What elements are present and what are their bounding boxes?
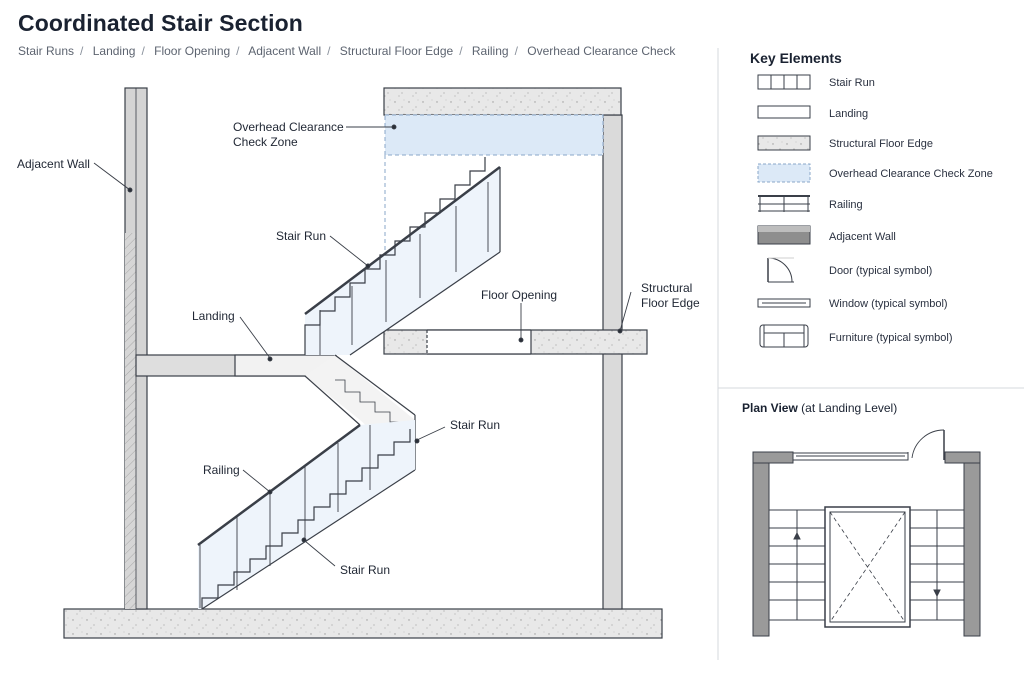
- upper-stair-run: [304, 157, 501, 356]
- key-label: Stair Run: [829, 77, 875, 89]
- key-label: Overhead Clearance Check Zone: [829, 168, 993, 180]
- breadcrumb: Stair Runs/ Landing/ Floor Opening/ Adja…: [18, 44, 676, 58]
- breadcrumb-item[interactable]: Floor Opening: [154, 44, 231, 58]
- breadcrumb-item[interactable]: Structural Floor Edge: [339, 44, 454, 58]
- label-stair-run-upper: Stair Run: [276, 229, 326, 243]
- plan-title-bold: Plan View: [742, 401, 798, 415]
- sofa-icon: [759, 324, 809, 348]
- label-overhead-clearance: Overhead Clearance: [233, 120, 344, 134]
- label-adjacent-wall: Adjacent Wall: [17, 157, 90, 171]
- leader-lines: [93, 124, 632, 567]
- window-icon: [757, 298, 811, 308]
- label-floor-edge: Floor Edge: [641, 296, 700, 310]
- breadcrumb-item[interactable]: Landing: [92, 44, 136, 58]
- floor-edge-icon: [757, 135, 811, 151]
- ground-slab: [63, 608, 663, 639]
- wall-icon: [757, 225, 811, 245]
- key-label: Railing: [829, 199, 863, 211]
- key-label: Furniture (typical symbol): [829, 332, 952, 344]
- label-floor-opening: Floor Opening: [481, 288, 557, 302]
- railing-icon: [758, 195, 810, 212]
- label-landing: Landing: [192, 309, 235, 323]
- label-stair-run-lower: Stair Run: [340, 563, 390, 577]
- key-label: Door (typical symbol): [829, 265, 932, 277]
- stair-run-icon: [757, 74, 811, 90]
- right-wall: [602, 114, 623, 610]
- plan-view: [752, 429, 981, 637]
- lower-stair-run: [197, 420, 416, 610]
- plan-title-rest: (at Landing Level): [798, 401, 897, 415]
- key-label: Structural Floor Edge: [829, 138, 933, 150]
- page-title: Coordinated Stair Section: [18, 10, 303, 36]
- label-railing: Railing: [203, 463, 240, 477]
- key-icons: [757, 74, 811, 348]
- plan-stair-left: [768, 509, 826, 621]
- key-label: Adjacent Wall: [829, 231, 896, 243]
- breadcrumb-item[interactable]: Overhead Clearance Check: [527, 44, 676, 58]
- breadcrumb-item[interactable]: Stair Runs: [18, 44, 75, 58]
- label-stair-run-mid: Stair Run: [450, 418, 500, 432]
- label-structural: Structural: [641, 281, 692, 295]
- label-overhead-clearance-2: Check Zone: [233, 135, 298, 149]
- overhead-clearance-zone: [384, 114, 604, 156]
- key-title: Key Elements: [750, 50, 842, 66]
- clearance-zone-icon: [757, 163, 811, 183]
- upper-slab: [383, 87, 622, 116]
- key-label: Landing: [829, 108, 868, 120]
- plan-title: Plan View (at Landing Level): [742, 401, 897, 415]
- breadcrumb-item[interactable]: Adjacent Wall: [248, 44, 322, 58]
- key-label: Window (typical symbol): [829, 298, 948, 310]
- breadcrumb-item[interactable]: Railing: [471, 44, 509, 58]
- landing-icon: [757, 105, 811, 119]
- door-icon: [767, 257, 794, 283]
- section-drawing: [63, 87, 663, 639]
- plan-stair-right: [909, 509, 965, 621]
